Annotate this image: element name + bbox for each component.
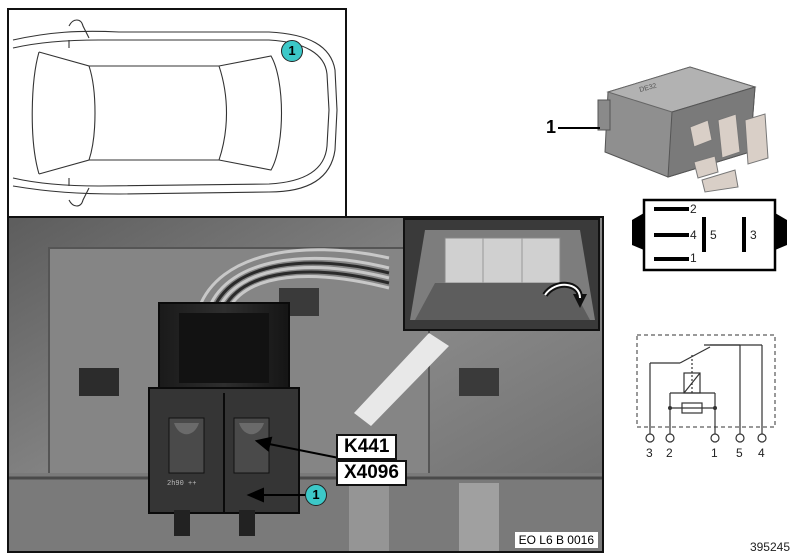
schematic-pin-4: 4 [758,446,765,460]
photo-caption: EO L6 B 0016 [514,532,598,548]
trunk-inset-image [405,220,598,329]
schematic-pin-5: 5 [736,446,743,460]
pin-label-4: 4 [690,228,697,242]
relay-part-label: 1 [546,117,557,137]
relay-location-photo: K441 X4096 1 EO L6 B 0016 2h90 ++ [7,216,604,553]
diagram-number: 395245 [749,540,790,554]
pin-label-5: 5 [710,228,717,242]
pin-layout-shape [632,198,787,272]
schematic-pin-3: 3 [646,446,653,460]
photo-callout: 1 [305,484,327,506]
pin-label-3: 3 [750,228,757,242]
relay-image: DE32 [597,66,769,193]
part-leader-line [558,127,600,129]
schematic-pin-1: 1 [711,446,718,460]
connector-label-x4096: X4096 [336,460,407,486]
connector-imprint-text: 2h90 ++ [167,480,197,488]
trunk-inset-photo [403,218,600,331]
pin-label-1: 1 [690,251,697,265]
relay-part-drawing: DE32 1 [546,62,790,197]
pin-layout-diagram: 2 4 1 5 3 [632,195,787,275]
schematic-pin-2: 2 [666,446,673,460]
schematic-drawing [636,334,776,443]
car-location-callout: 1 [281,40,303,62]
relay-circuit-schematic: 3 2 1 5 4 [632,333,782,461]
pin-label-2: 2 [690,202,697,216]
svg-text:DE32: DE32 [639,83,658,94]
car-outline [12,19,338,207]
car-location-panel: 1 [7,8,347,218]
relay-label-k441: K441 [336,434,398,460]
